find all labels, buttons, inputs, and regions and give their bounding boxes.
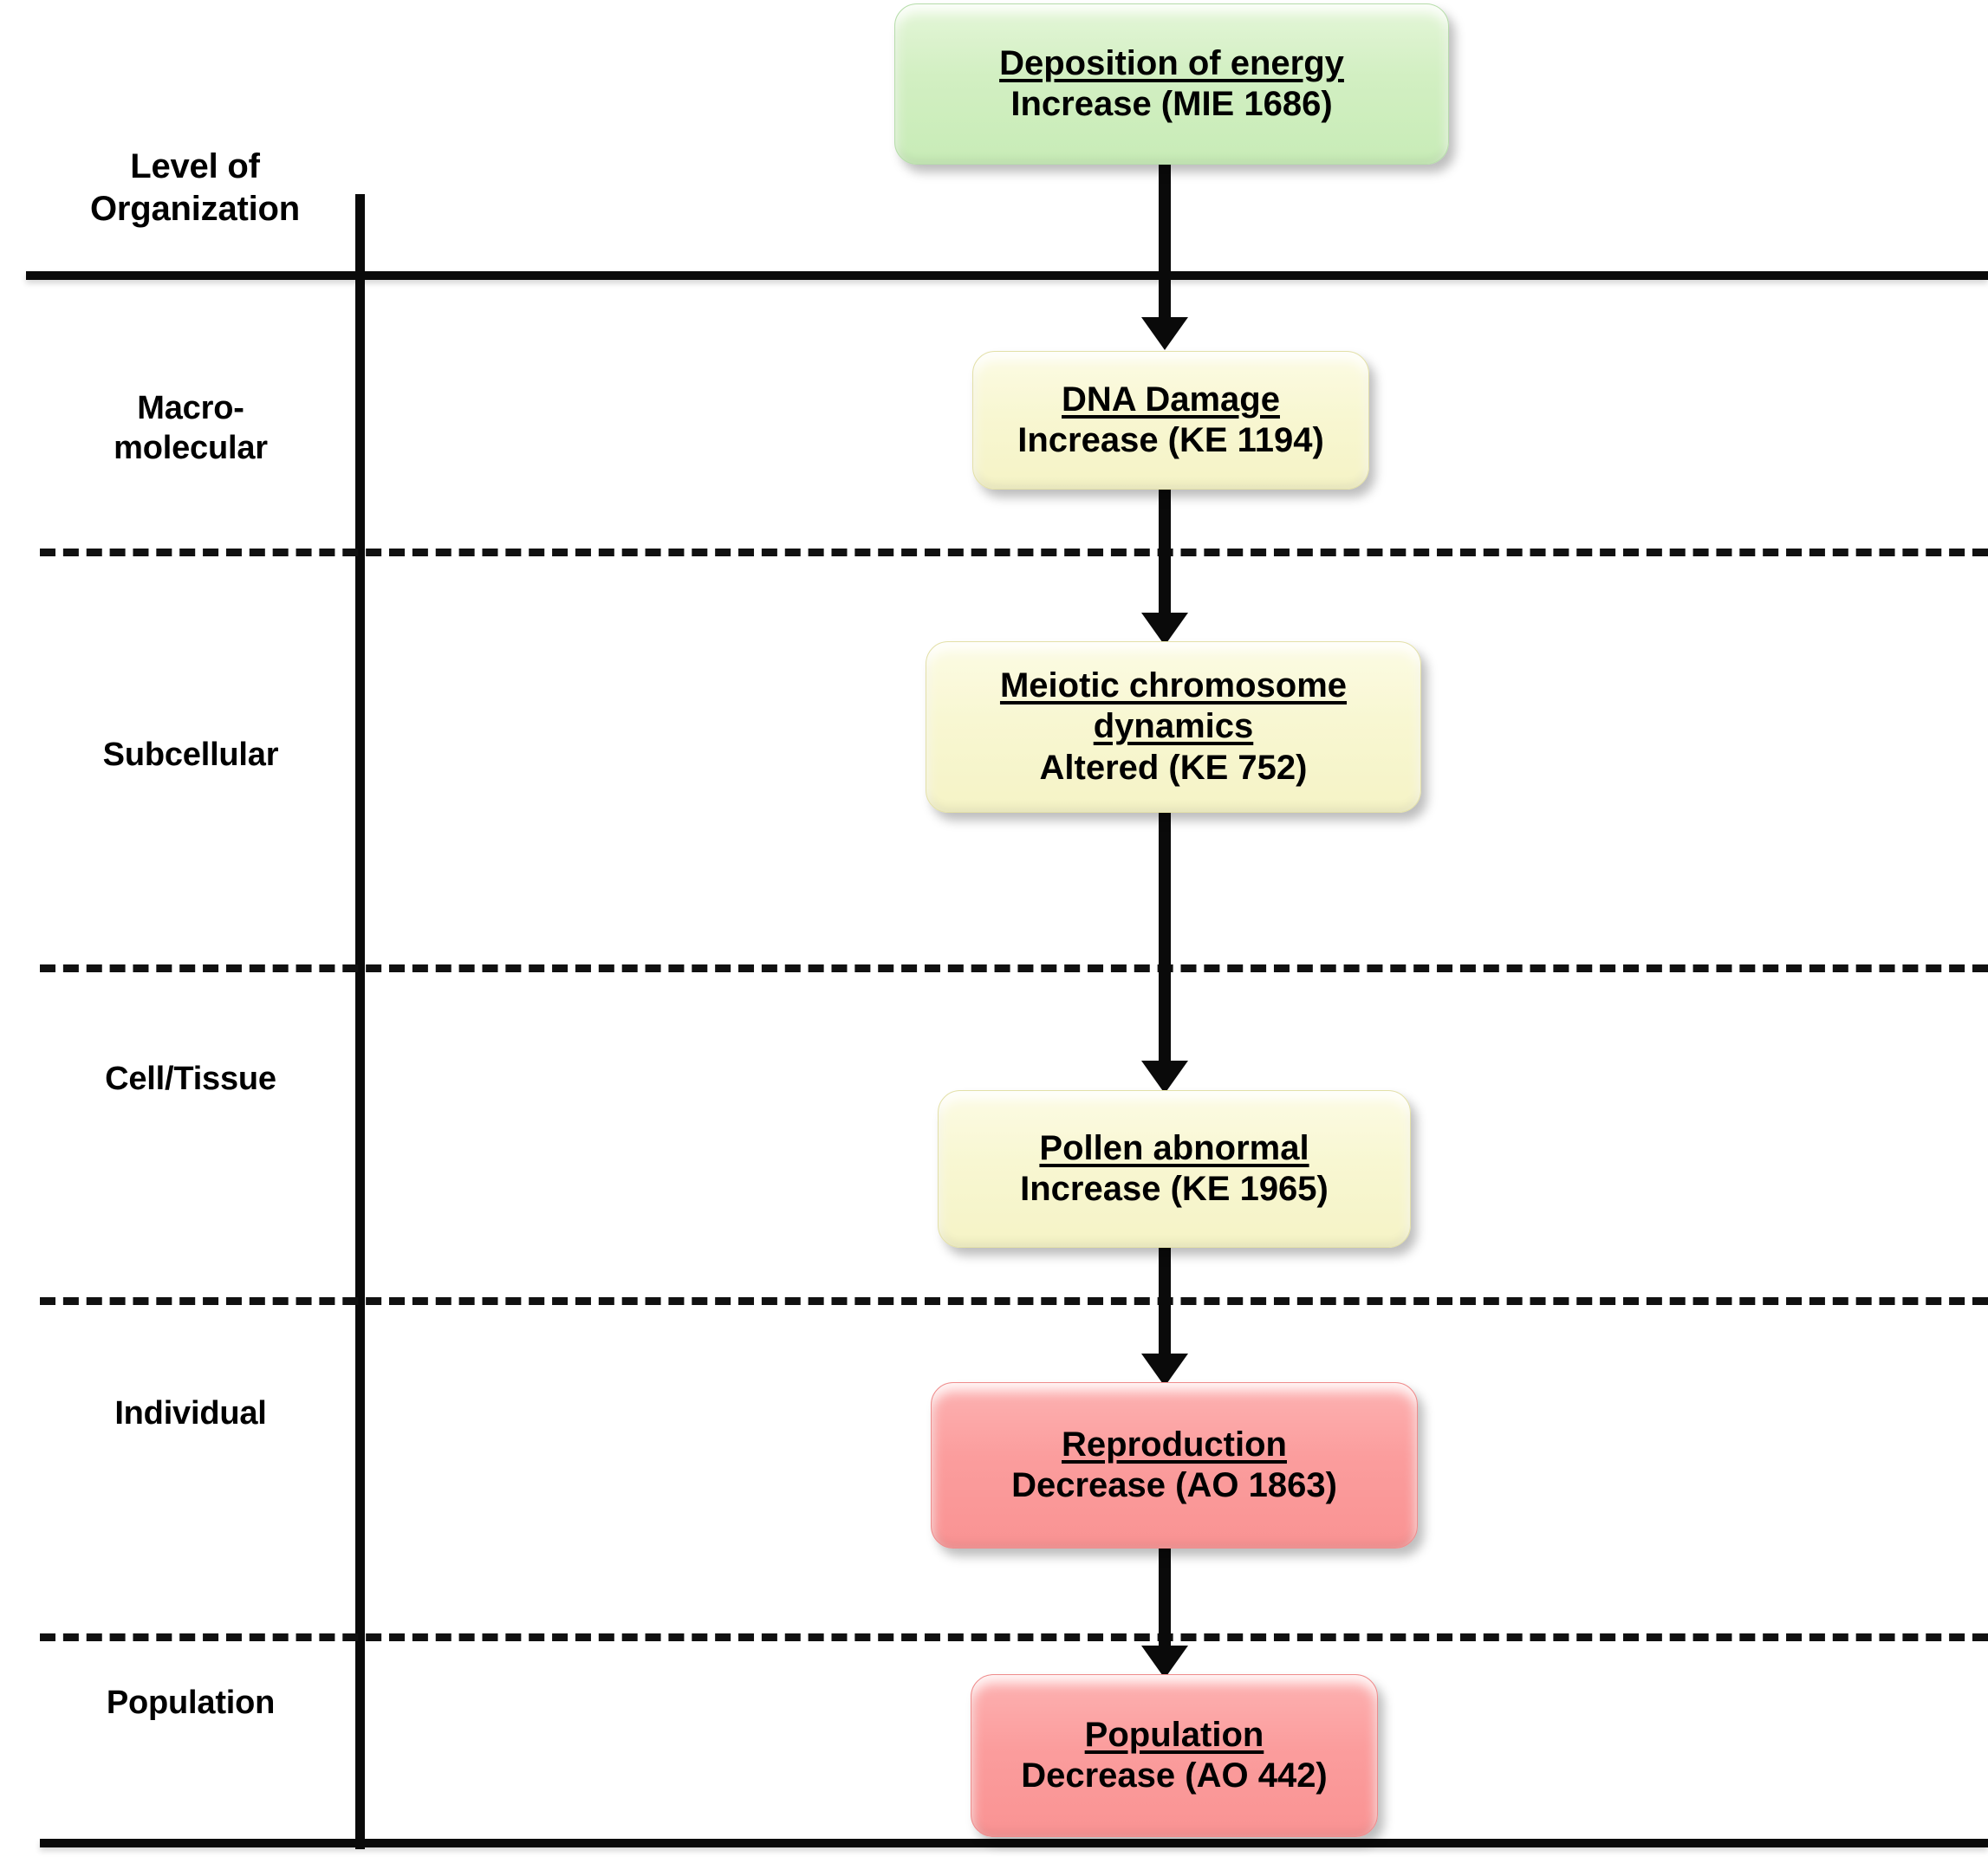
arrow-shaft xyxy=(1159,488,1171,613)
level-label-macromolecular-line1: Macro- xyxy=(137,390,244,426)
node-detail: Increase (MIE 1686) xyxy=(1010,85,1333,123)
node-meiotic-chromosome-dynamics[interactable]: Meiotic chromosome dynamics Altered (KE … xyxy=(926,641,1421,813)
level-label-individual-line1: Individual xyxy=(114,1395,267,1432)
arrow-shaft xyxy=(1159,1246,1171,1354)
node-title: Population xyxy=(1084,1715,1264,1754)
node-title: Deposition of energy xyxy=(999,43,1344,82)
arrow-shaft xyxy=(1159,163,1171,317)
arrow-head-icon xyxy=(1141,1061,1188,1094)
divider-cell-tissue-individual xyxy=(40,1297,1988,1305)
arrow-dna-damage-to-meiotic xyxy=(1140,488,1189,646)
arrow-head-icon xyxy=(1141,613,1188,646)
level-label-macromolecular-line2: molecular xyxy=(114,430,268,467)
divider-macromolecular-subcellular xyxy=(40,549,1988,556)
level-label-cell-tissue-line1: Cell/Tissue xyxy=(105,1061,276,1097)
arrow-pollen-to-reproduction xyxy=(1140,1246,1189,1386)
arrow-head-icon xyxy=(1141,1646,1188,1678)
axis-header-line2: Organization xyxy=(89,189,301,228)
node-detail: Increase (KE 1194) xyxy=(1017,421,1324,459)
divider-individual-population xyxy=(40,1633,1988,1641)
arrow-head-icon xyxy=(1141,317,1188,350)
level-label-subcellular-line1: Subcellular xyxy=(102,737,279,773)
arrow-head-icon xyxy=(1141,1354,1188,1386)
level-label-population-line1: Population xyxy=(106,1685,276,1721)
divider-subcellular-cell-tissue xyxy=(40,964,1988,972)
node-detail: Altered (KE 752) xyxy=(1039,748,1308,787)
axis-line-top xyxy=(26,271,1988,280)
arrow-deposition-to-dna-damage xyxy=(1140,163,1189,350)
node-deposition-of-energy[interactable]: Deposition of energy Increase (MIE 1686) xyxy=(894,3,1449,165)
node-pollen-abnormal[interactable]: Pollen abnormal Increase (KE 1965) xyxy=(938,1090,1411,1248)
node-population[interactable]: Population Decrease (AO 442) xyxy=(971,1674,1378,1837)
node-reproduction[interactable]: Reproduction Decrease (AO 1863) xyxy=(931,1382,1418,1549)
axis-line-vertical xyxy=(355,194,365,1849)
node-detail: Decrease (AO 1863) xyxy=(1011,1466,1337,1504)
level-label-population: Population xyxy=(35,1683,347,1723)
node-detail: Decrease (AO 442) xyxy=(1021,1756,1328,1795)
axis-line-bottom xyxy=(40,1839,1988,1847)
level-label-individual: Individual xyxy=(35,1393,347,1433)
node-dna-damage[interactable]: DNA Damage Increase (KE 1194) xyxy=(972,351,1369,490)
node-title-line2: dynamics xyxy=(1093,707,1254,746)
node-detail: Increase (KE 1965) xyxy=(1020,1170,1329,1208)
node-title-line1: Meiotic chromosome xyxy=(999,666,1348,705)
node-title: Pollen abnormal xyxy=(1039,1128,1309,1167)
axis-header-label: Level of Organization xyxy=(52,146,338,231)
level-label-subcellular: Subcellular xyxy=(35,735,347,775)
axis-header-line1: Level of xyxy=(130,147,260,185)
arrow-meiotic-to-pollen xyxy=(1140,811,1189,1094)
node-title: Reproduction xyxy=(1062,1425,1287,1464)
arrow-reproduction-to-population xyxy=(1140,1547,1189,1678)
level-label-cell-tissue: Cell/Tissue xyxy=(35,1059,347,1099)
arrow-shaft xyxy=(1159,811,1171,1061)
level-label-macromolecular: Macro- molecular xyxy=(35,388,347,469)
node-title: DNA Damage xyxy=(1062,380,1280,419)
arrow-shaft xyxy=(1159,1547,1171,1646)
